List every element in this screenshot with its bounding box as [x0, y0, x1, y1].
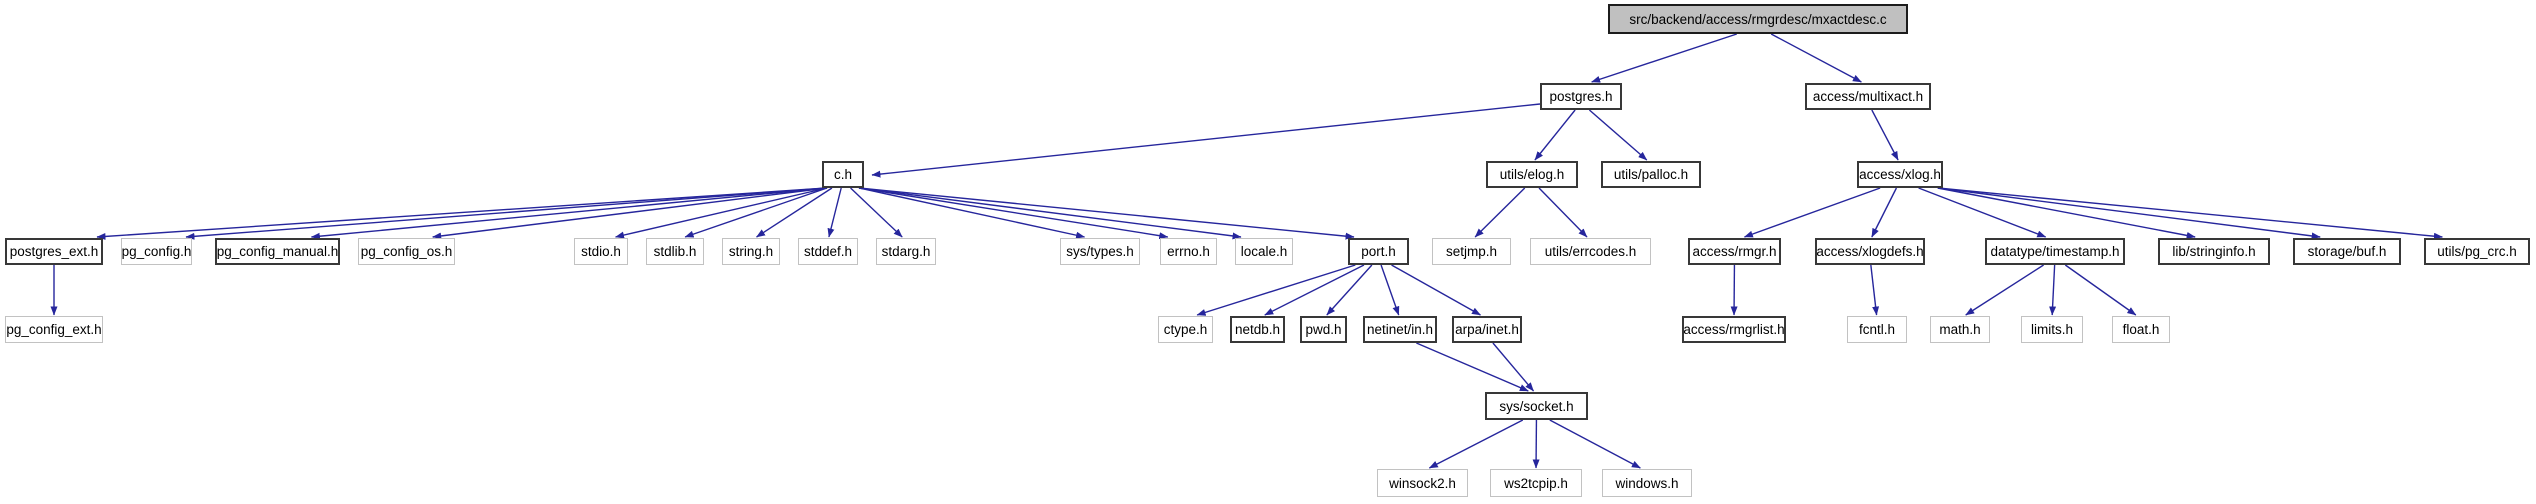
edge-c-h--errno-h: [858, 187, 1169, 240]
edge-c-h--sys-types-h: [858, 187, 1086, 239]
node-pg-config-ext-h[interactable]: pg_config_ext.h: [5, 316, 103, 343]
edge-datatype-timestamp-h--math-h: [1965, 264, 2044, 316]
node-windows-h[interactable]: windows.h: [1602, 469, 1692, 497]
edge-c-h--locale-h: [858, 187, 1242, 240]
node-datatype-timestamp-h[interactable]: datatype/timestamp.h: [1985, 238, 2125, 265]
edge-sys-socket-h--windows-h: [1549, 419, 1641, 469]
edge-access-xlog-h--access-xlogdefs-h: [1871, 187, 1898, 238]
node-ws2tcpip-h[interactable]: ws2tcpip.h: [1490, 469, 1582, 497]
edge-access-xlog-h--access-rmgr-h: [1743, 187, 1881, 238]
edge-c-h--stddef-h: [827, 187, 842, 238]
edge-datatype-timestamp-h--float-h: [2064, 264, 2137, 316]
node-limits-h[interactable]: limits.h: [2021, 316, 2083, 343]
edge-c-h--pg-config-os-h: [432, 187, 828, 240]
node-fcntl-h[interactable]: fcntl.h: [1847, 316, 1907, 343]
edge-sys-socket-h--winsock2-h: [1428, 419, 1524, 469]
edge-access-xlogdefs-h--fcntl-h: [1870, 264, 1880, 316]
node-access-multixact-h[interactable]: access/multixact.h: [1805, 83, 1931, 110]
edge-mxactdesc-c--access-multixact-h: [1770, 33, 1862, 83]
edge-access-xlog-h--storage-buf-h: [1937, 187, 2321, 240]
node-sys-socket-h[interactable]: sys/socket.h: [1485, 392, 1588, 420]
node-math-h[interactable]: math.h: [1930, 316, 1990, 343]
edge-c-h--stdio-h: [615, 187, 828, 239]
edge-access-multixact-h--access-xlog-h: [1871, 109, 1899, 161]
node-arpa-inet-h[interactable]: arpa/inet.h: [1452, 316, 1522, 343]
edge-access-xlog-h--lib-stringinfo-h: [1937, 187, 2196, 239]
edge-c-h--postgres-ext-h: [96, 187, 828, 240]
node-mxactdesc-c[interactable]: src/backend/access/rmgrdesc/mxactdesc.c: [1608, 4, 1908, 34]
edge-datatype-timestamp-h--limits-h: [2049, 264, 2057, 316]
node-ctype-h[interactable]: ctype.h: [1158, 316, 1213, 343]
node-access-rmgr-h[interactable]: access/rmgr.h: [1688, 238, 1781, 265]
edge-access-xlog-h--datatype-timestamp-h: [1918, 187, 2047, 238]
node-pg-config-manual-h[interactable]: pg_config_manual.h: [215, 238, 340, 265]
node-string-h[interactable]: string.h: [722, 238, 780, 265]
edge-c-h--stdlib-h: [684, 187, 828, 238]
node-utils-pg-crc-h[interactable]: utils/pg_crc.h: [2424, 238, 2530, 265]
node-netdb-h[interactable]: netdb.h: [1230, 316, 1285, 343]
edge-netinet-in-h--sys-socket-h: [1416, 342, 1529, 392]
edge-postgres-h--c-h: [871, 103, 1541, 178]
node-sys-types-h[interactable]: sys/types.h: [1060, 238, 1140, 265]
node-access-xlog-h[interactable]: access/xlog.h: [1857, 161, 1943, 188]
edge-c-h--string-h: [756, 187, 833, 238]
node-pg-config-h[interactable]: pg_config.h: [121, 238, 192, 265]
edge-c-h--pg-config-h: [185, 187, 828, 240]
node-errno-h[interactable]: errno.h: [1160, 238, 1217, 265]
node-storage-buf-h[interactable]: storage/buf.h: [2293, 238, 2401, 265]
edge-port-h--netdb-h: [1264, 264, 1365, 316]
edge-port-h--netinet-in-h: [1380, 264, 1400, 316]
node-stdio-h[interactable]: stdio.h: [574, 238, 628, 265]
edge-mxactdesc-c--postgres-h: [1591, 33, 1737, 83]
node-winsock2-h[interactable]: winsock2.h: [1377, 469, 1468, 497]
node-netinet-in-h[interactable]: netinet/in.h: [1363, 316, 1437, 343]
edge-postgres-h--utils-elog-h: [1534, 109, 1576, 161]
node-utils-elog-h[interactable]: utils/elog.h: [1486, 161, 1578, 188]
node-locale-h[interactable]: locale.h: [1235, 238, 1293, 265]
node-lib-stringinfo-h[interactable]: lib/stringinfo.h: [2158, 238, 2270, 265]
node-port-h[interactable]: port.h: [1348, 238, 1409, 265]
node-utils-errcodes-h[interactable]: utils/errcodes.h: [1530, 238, 1651, 265]
edge-postgres-h--utils-palloc-h: [1588, 109, 1648, 161]
node-pwd-h[interactable]: pwd.h: [1300, 316, 1347, 343]
node-float-h[interactable]: float.h: [2112, 316, 2170, 343]
node-c-h[interactable]: c.h: [822, 161, 864, 188]
edge-utils-elog-h--utils-errcodes-h: [1538, 187, 1588, 238]
node-pg-config-os-h[interactable]: pg_config_os.h: [358, 238, 455, 265]
node-stddef-h[interactable]: stddef.h: [798, 238, 858, 265]
edge-c-h--pg-config-manual-h: [310, 187, 828, 240]
edge-c-h--stdarg-h: [850, 187, 903, 238]
edge-port-h--ctype-h: [1196, 264, 1356, 316]
node-access-rmgrlist-h[interactable]: access/rmgrlist.h: [1682, 316, 1786, 343]
node-postgres-h[interactable]: postgres.h: [1540, 83, 1622, 110]
edge-port-h--arpa-inet-h: [1391, 264, 1481, 316]
edge-utils-elog-h--setjmp-h: [1474, 187, 1526, 238]
edge-c-h--port-h: [858, 187, 1355, 240]
node-postgres-ext-h[interactable]: postgres_ext.h: [5, 238, 103, 265]
edge-port-h--pwd-h: [1326, 264, 1373, 316]
node-access-xlogdefs-h[interactable]: access/xlogdefs.h: [1815, 238, 1925, 265]
node-setjmp-h[interactable]: setjmp.h: [1432, 238, 1511, 265]
node-utils-palloc-h[interactable]: utils/palloc.h: [1601, 161, 1701, 188]
node-stdarg-h[interactable]: stdarg.h: [876, 238, 936, 265]
edge-access-xlog-h--utils-pg-crc-h: [1937, 187, 2443, 240]
edge-arpa-inet-h--sys-socket-h: [1492, 342, 1535, 392]
node-stdlib-h[interactable]: stdlib.h: [646, 238, 704, 265]
